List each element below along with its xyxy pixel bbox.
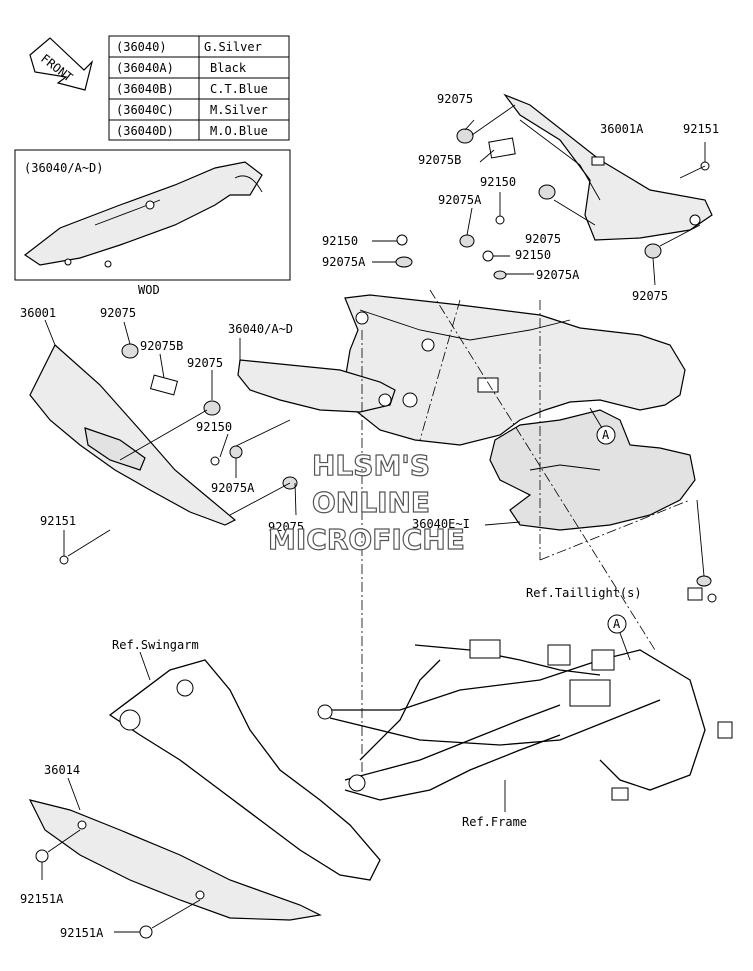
marker-a-2-label: A	[613, 617, 621, 631]
callout-92151: 92151	[683, 122, 719, 136]
marker-a-2: A	[607, 614, 631, 661]
table-color-2: C.T.Blue	[210, 82, 268, 96]
side-cover-36040	[237, 359, 418, 413]
chain-cover	[28, 799, 322, 921]
callout-92075-left: 92075	[100, 306, 136, 320]
callout-36040-ad: 36040/A~D	[228, 322, 293, 336]
watermark-line-2: ONLINE	[312, 486, 430, 519]
table-code-0: (36040)	[116, 40, 167, 54]
callout-92150-right: 92150	[515, 248, 551, 262]
callout-ref-swingarm: Ref.Swingarm	[112, 638, 199, 652]
callout-92150: 92150	[480, 175, 516, 189]
marker-a-1: A	[589, 407, 616, 445]
callout-92075a-right: 92075A	[536, 268, 580, 282]
cover-36001a	[503, 93, 713, 241]
callout-92075a-mid: 92075A	[322, 255, 366, 269]
callout-92151-left: 92151	[40, 514, 76, 528]
table-code-2: (36040B)	[116, 82, 174, 96]
table-color-3: M.Silver	[210, 103, 268, 117]
callout-92075-right2: 92075	[632, 289, 668, 303]
callout-92075a-left: 92075A	[211, 481, 255, 495]
callout-92151a-1: 92151A	[20, 892, 64, 906]
callout-36001: 36001	[20, 306, 56, 320]
callout-92075: 92075	[437, 92, 473, 106]
callout-92075-left2: 92075	[187, 356, 223, 370]
callout-ref-taillight: Ref.Taillight(s)	[526, 586, 642, 600]
inset-title: (36040/A~D)	[24, 161, 103, 175]
callout-92075b: 92075B	[418, 153, 461, 167]
callout-92150-left: 92150	[196, 420, 232, 434]
watermark: HLSM'S ONLINE MICROFICHE	[267, 448, 465, 556]
callout-92151a-2: 92151A	[60, 926, 104, 940]
callout-ref-frame: Ref.Frame	[462, 815, 527, 829]
callout-36001a: 36001A	[600, 122, 644, 136]
fasteners	[35, 128, 717, 939]
callout-labels: 92075 36001A 92151 92075B 92150 92075A 9…	[20, 92, 719, 940]
table-color-1: Black	[210, 61, 247, 75]
swingarm	[108, 659, 381, 881]
table-color-0: G.Silver	[204, 40, 262, 54]
table-code-4: (36040D)	[116, 124, 174, 138]
table-code-3: (36040C)	[116, 103, 174, 117]
leader-lines	[41, 104, 706, 933]
frame	[317, 639, 733, 801]
inset-box: (36040/A~D) WOD	[14, 149, 291, 297]
callout-92075b-left: 92075B	[140, 339, 183, 353]
inset-caption: WOD	[138, 283, 160, 297]
marker-a-1-label: A	[602, 428, 610, 442]
table-color-4: M.O.Blue	[210, 124, 268, 138]
seat-cowl	[344, 294, 686, 446]
color-table: (36040) G.Silver (36040A) Black (36040B)…	[108, 35, 290, 141]
callout-36014: 36014	[44, 763, 80, 777]
callout-92075-left3: 92075	[268, 520, 304, 534]
cover-36001	[29, 344, 237, 526]
table-code-1: (36040A)	[116, 61, 174, 75]
watermark-line-1: HLSM'S	[312, 449, 430, 482]
callout-36040e-i: 36040E~I	[412, 517, 470, 531]
callout-92150-mid: 92150	[322, 234, 358, 248]
callout-92075a: 92075A	[438, 193, 482, 207]
tail-cover	[489, 409, 696, 531]
callout-92075-right: 92075	[525, 232, 561, 246]
front-arrow: FRONT	[29, 37, 94, 91]
watermark-line-3: MICROFICHE	[268, 523, 465, 556]
